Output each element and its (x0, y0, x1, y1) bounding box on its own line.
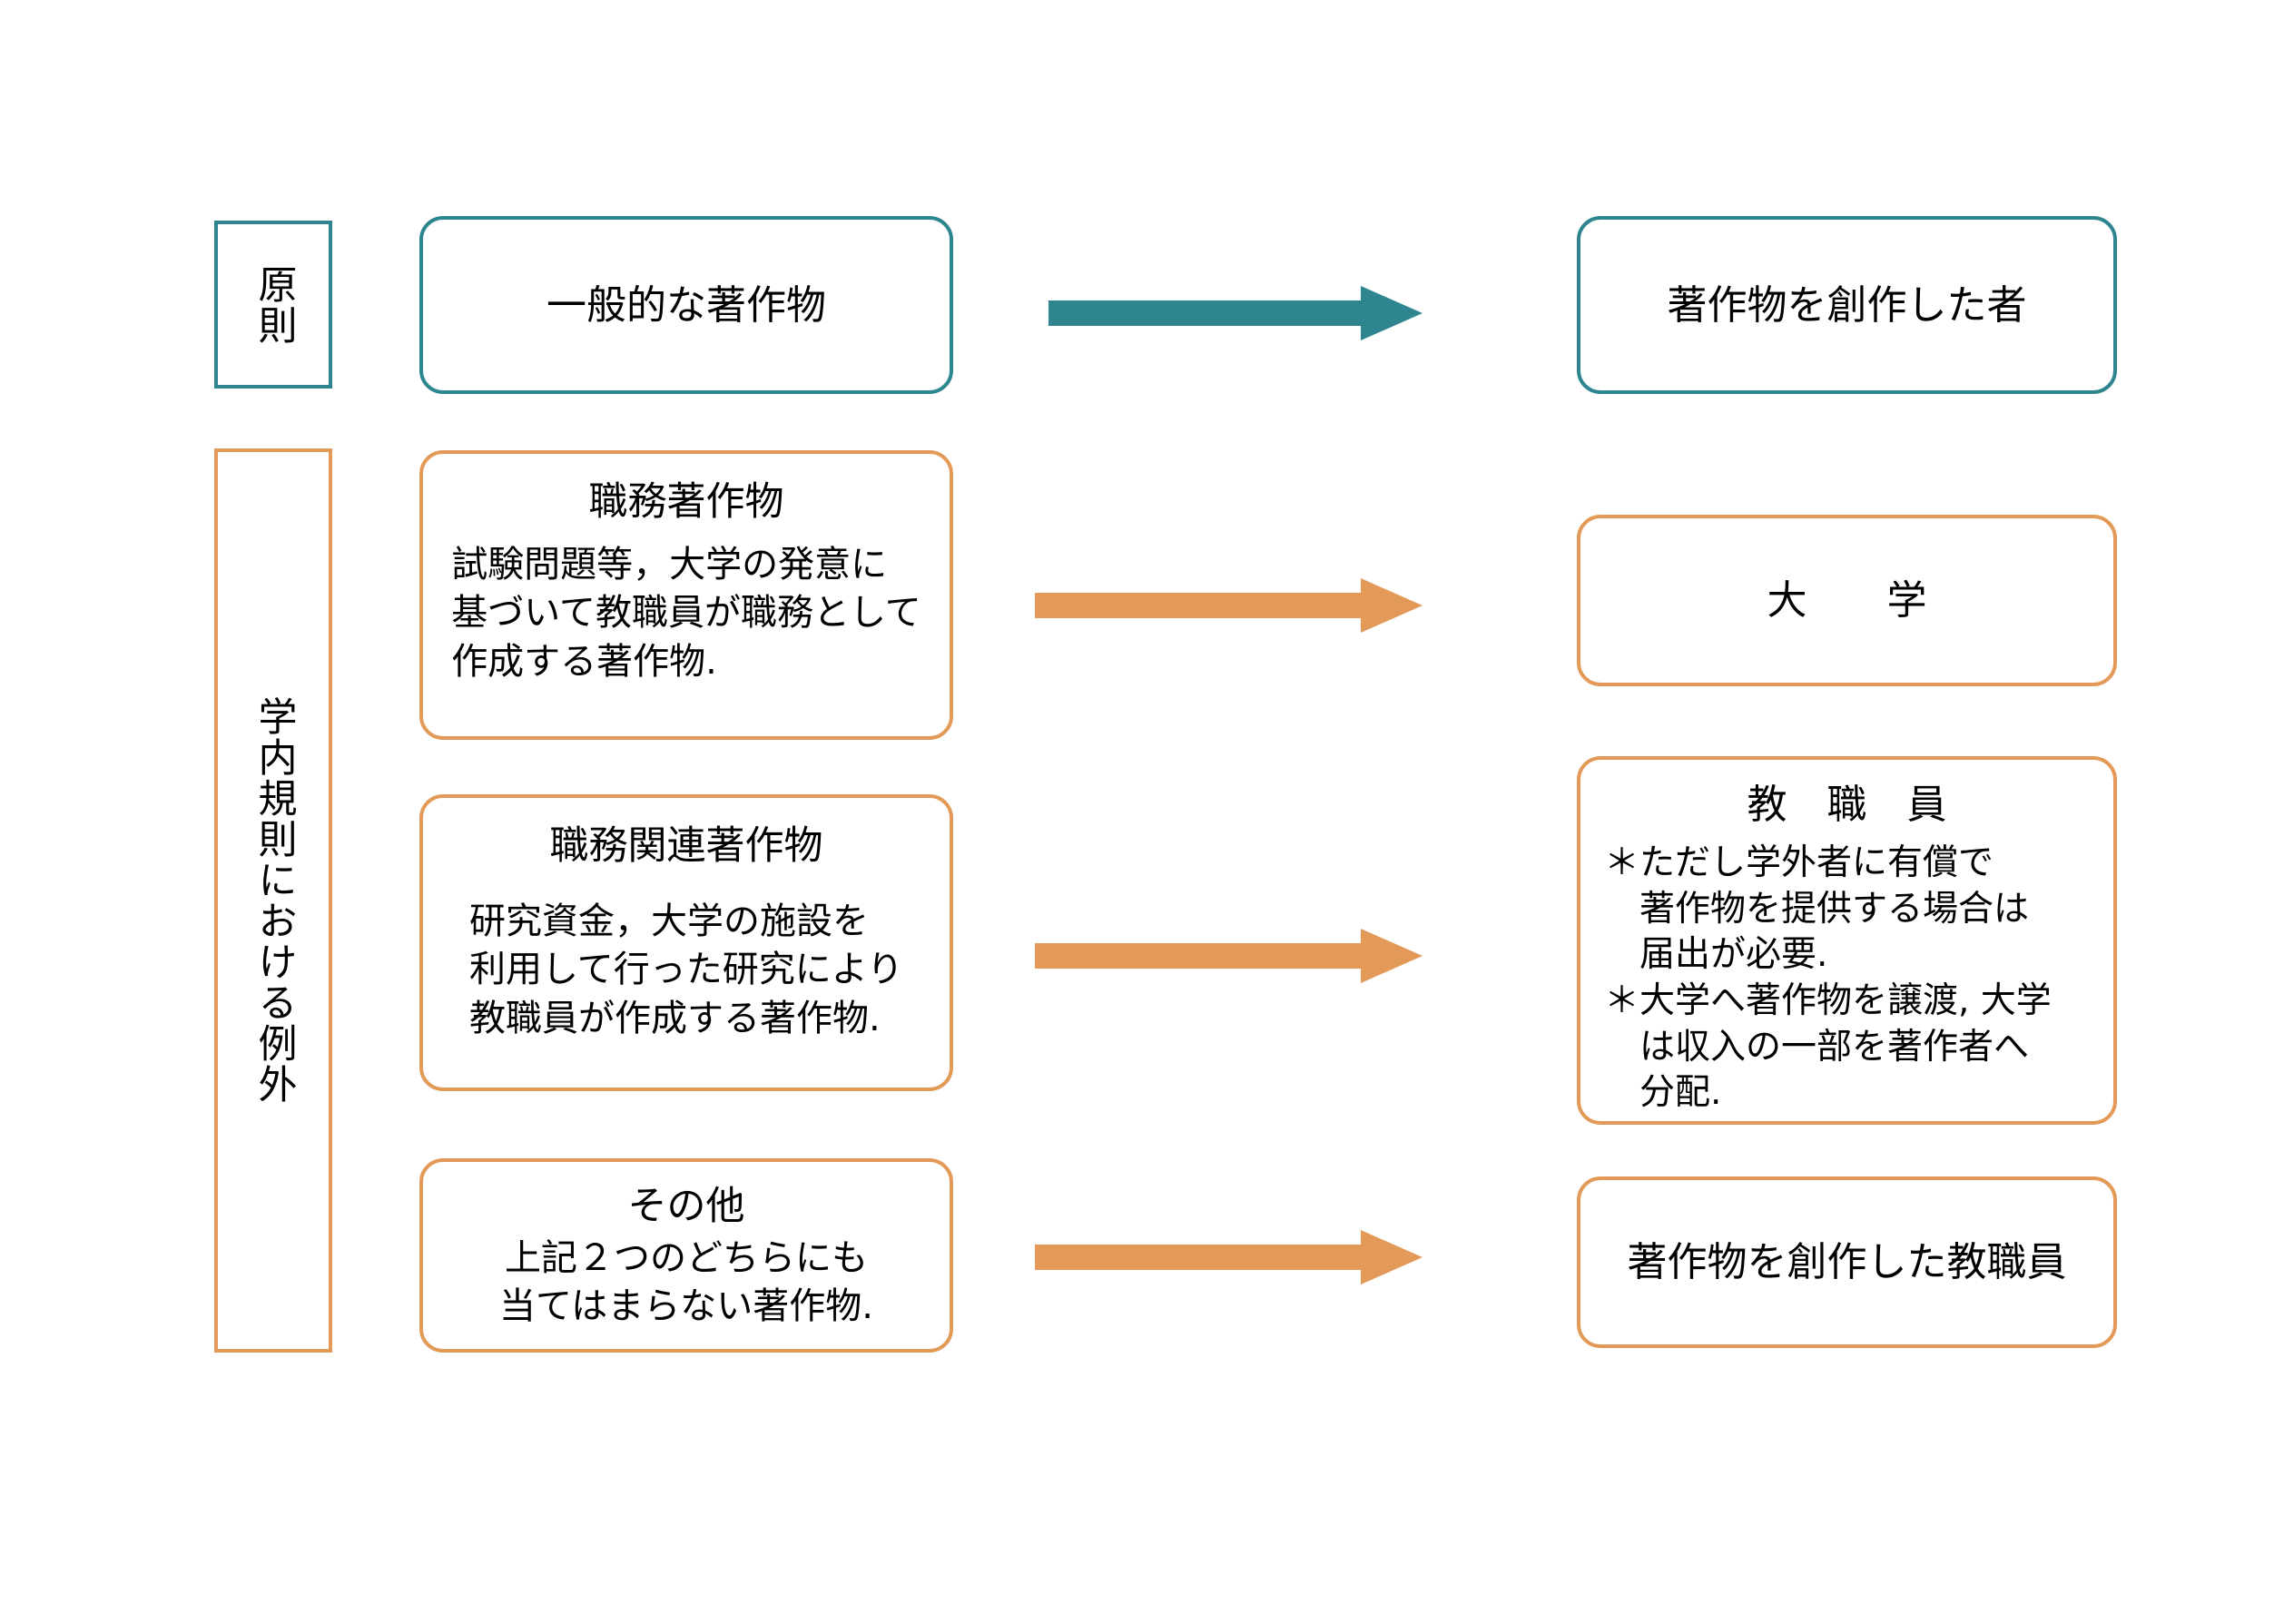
owner-box-faculty-staff[interactable]: 教 職 員 ＊ただし学外者に有償で 著作物を提供する場合は 届出が必要. ＊大学… (1577, 756, 2117, 1125)
arrow-right-other (1035, 1230, 1423, 1284)
owner-box-creator-faculty-title: 著作物を創作した教職員 (1627, 1239, 2067, 1285)
owner-box-creator-faculty[interactable]: 著作物を創作した教職員 (1577, 1176, 2117, 1348)
arrow-right-general-work (1048, 286, 1423, 340)
group-label-principle: 原則 (214, 221, 332, 389)
source-box-work-for-hire[interactable]: 職務著作物 試験問題等，大学の発意に 基づいて教職員が職務として 作成する著作物… (419, 450, 953, 740)
source-box-general-work[interactable]: 一般的な著作物 (419, 216, 953, 394)
source-box-other[interactable]: その他 上記２つのどちらにも 当てはまらない著作物. (419, 1158, 953, 1353)
source-box-other-body: 上記２つのどちらにも 当てはまらない著作物. (499, 1236, 873, 1328)
source-box-work-for-hire-title: 職務著作物 (588, 479, 784, 525)
group-label-exception-text: 学内規則における例外 (251, 696, 297, 1105)
source-box-other-title: その他 (627, 1184, 745, 1229)
source-box-work-related[interactable]: 職務関連著作物 研究資金，大学の施設を 利用して行った研究により 教職員が作成す… (419, 794, 953, 1091)
owner-box-university-title: 大 学 (1767, 577, 1927, 624)
owner-box-faculty-staff-title: 教 職 員 (1747, 782, 1947, 828)
source-box-general-work-title: 一般的な著作物 (546, 281, 826, 329)
owner-box-faculty-staff-notes: ＊ただし学外者に有償で 著作物を提供する場合は 届出が必要. ＊大学へ著作物を譲… (1604, 842, 2052, 1114)
source-box-work-related-body: 研究資金，大学の施設を 利用して行った研究により 教職員が作成する著作物. (469, 900, 903, 1040)
arrow-right-work-related (1035, 929, 1423, 983)
owner-box-creator-title: 著作物を創作した者 (1667, 281, 2027, 329)
arrow-right-work-for-hire (1035, 578, 1423, 633)
owner-box-university[interactable]: 大 学 (1577, 515, 2117, 686)
source-box-work-related-title: 職務関連著作物 (549, 823, 823, 869)
group-label-principle-text: 原則 (251, 263, 297, 346)
source-box-work-for-hire-body: 試験問題等，大学の発意に 基づいて教職員が職務として 作成する著作物. (451, 543, 921, 684)
owner-box-creator[interactable]: 著作物を創作した者 (1577, 216, 2117, 394)
group-label-exception: 学内規則における例外 (214, 448, 332, 1353)
